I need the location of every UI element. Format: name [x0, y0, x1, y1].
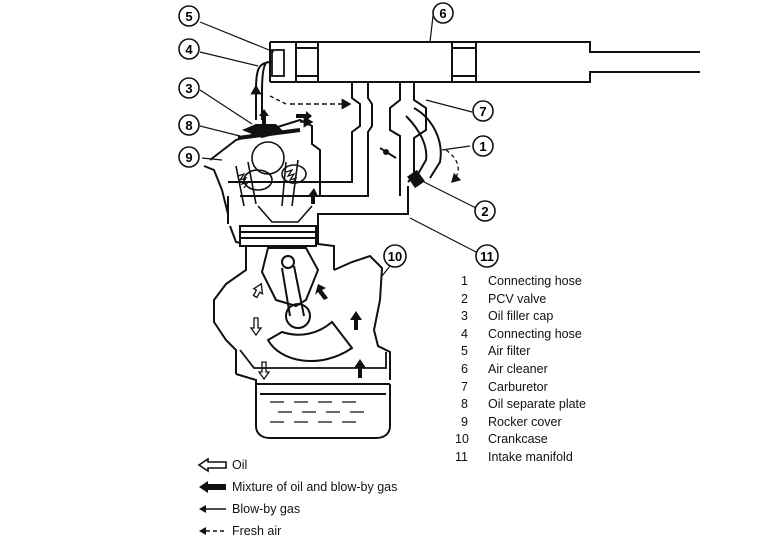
- hollow-arrow-icon: [197, 457, 227, 473]
- arrow-legend-row: Mixture of oil and blow-by gas: [196, 476, 397, 498]
- svg-text:7: 7: [479, 104, 486, 119]
- part-label: PCV valve: [488, 291, 547, 306]
- callout-4: 4: [178, 38, 200, 60]
- oil-pan: [255, 384, 391, 439]
- svg-text:1: 1: [479, 139, 486, 154]
- callout-2: 2: [474, 200, 496, 222]
- callout-5: 5: [178, 5, 200, 27]
- part-number: 7: [461, 379, 468, 394]
- arrow-legend-label: Fresh air: [232, 524, 282, 538]
- arrow-legend-label: Mixture of oil and blow-by gas: [232, 480, 398, 494]
- parts-legend-row: 4 Connecting hose: [455, 326, 586, 344]
- carburetor: [228, 82, 427, 197]
- intake-manifold: [227, 186, 409, 226]
- part-number: 11: [455, 449, 468, 464]
- part-number: 4: [461, 326, 468, 341]
- parts-legend-row: 5 Air filter: [455, 343, 586, 361]
- svg-text:6: 6: [439, 6, 446, 21]
- arrow-legend: Oil Mixture of oil and blow-by gas Blow-…: [196, 454, 397, 542]
- arrow-legend-row: Fresh air: [196, 520, 397, 542]
- part-label: Carburetor: [488, 379, 548, 394]
- svg-text:8: 8: [185, 118, 192, 133]
- air-filter: [271, 49, 285, 77]
- parts-legend-row: 3 Oil filler cap: [455, 308, 586, 326]
- part-label: Connecting hose: [488, 274, 582, 288]
- parts-legend-row: 11 Intake manifold: [455, 449, 586, 467]
- thin-arrow-icon: [199, 505, 226, 513]
- part-label: Oil filler cap: [488, 309, 554, 324]
- solid-arrow-icon: [199, 481, 226, 493]
- parts-legend-row: 9 Rocker cover: [455, 414, 586, 432]
- svg-text:5: 5: [185, 9, 192, 24]
- callout-10: 10: [383, 244, 407, 268]
- oil-separate-plate: [237, 128, 301, 140]
- pcv-valve: [407, 169, 425, 189]
- svg-text:2: 2: [481, 204, 488, 219]
- callout-7: 7: [472, 100, 494, 122]
- part-label: Air filter: [488, 344, 531, 359]
- callout-1: 1: [472, 135, 494, 157]
- cylinder-head: [235, 141, 313, 223]
- part-label: Air cleaner: [488, 361, 548, 376]
- part-label: Connecting hose: [488, 326, 582, 341]
- callout-11: 11: [475, 244, 499, 268]
- part-label: Rocker cover: [488, 414, 562, 429]
- part-number: 1: [461, 274, 468, 288]
- callout-6: 6: [432, 2, 454, 24]
- svg-text:11: 11: [480, 249, 494, 264]
- parts-legend-row: 8 Oil separate plate: [455, 396, 586, 414]
- parts-legend-row: 6 Air cleaner: [455, 361, 586, 379]
- callout-9: 9: [178, 146, 200, 168]
- part-number: 3: [461, 309, 468, 324]
- leader-lines: [199, 15, 477, 277]
- callout-3: 3: [178, 77, 200, 99]
- part-label: Intake manifold: [488, 449, 573, 464]
- part-number: 2: [461, 291, 468, 306]
- arrow-legend-label: Blow-by gas: [232, 502, 301, 516]
- part-number: 5: [461, 344, 468, 359]
- svg-text:9: 9: [185, 150, 192, 165]
- callout-8: 8: [178, 114, 200, 136]
- parts-legend-row: 1 Connecting hose: [455, 273, 586, 291]
- arrow-legend-row: Blow-by gas: [196, 498, 397, 520]
- svg-text:4: 4: [185, 42, 193, 57]
- piston-and-rod: [260, 247, 354, 362]
- parts-legend-row: 10 Crankcase: [455, 431, 586, 449]
- parts-legend-row: 7 Carburetor: [455, 379, 586, 397]
- flow-arrows: [249, 84, 366, 381]
- part-label: Crankcase: [488, 432, 548, 447]
- part-number: 9: [461, 414, 468, 429]
- air-cleaner: [269, 41, 700, 83]
- cylinder-block: [213, 225, 335, 374]
- connecting-hose-1: [405, 107, 442, 179]
- arrow-legend-row: Oil: [196, 454, 397, 476]
- arrow-legend-label: Oil: [232, 458, 248, 472]
- svg-text:10: 10: [388, 249, 402, 264]
- crankcase: [235, 254, 391, 385]
- part-label: Oil separate plate: [488, 397, 586, 412]
- part-number: 6: [461, 361, 468, 376]
- parts-legend-row: 2 PCV valve: [455, 291, 586, 309]
- part-number: 10: [455, 432, 469, 447]
- part-number: 8: [461, 397, 468, 412]
- dashed-arrow-icon: [199, 527, 226, 535]
- svg-text:3: 3: [185, 81, 192, 96]
